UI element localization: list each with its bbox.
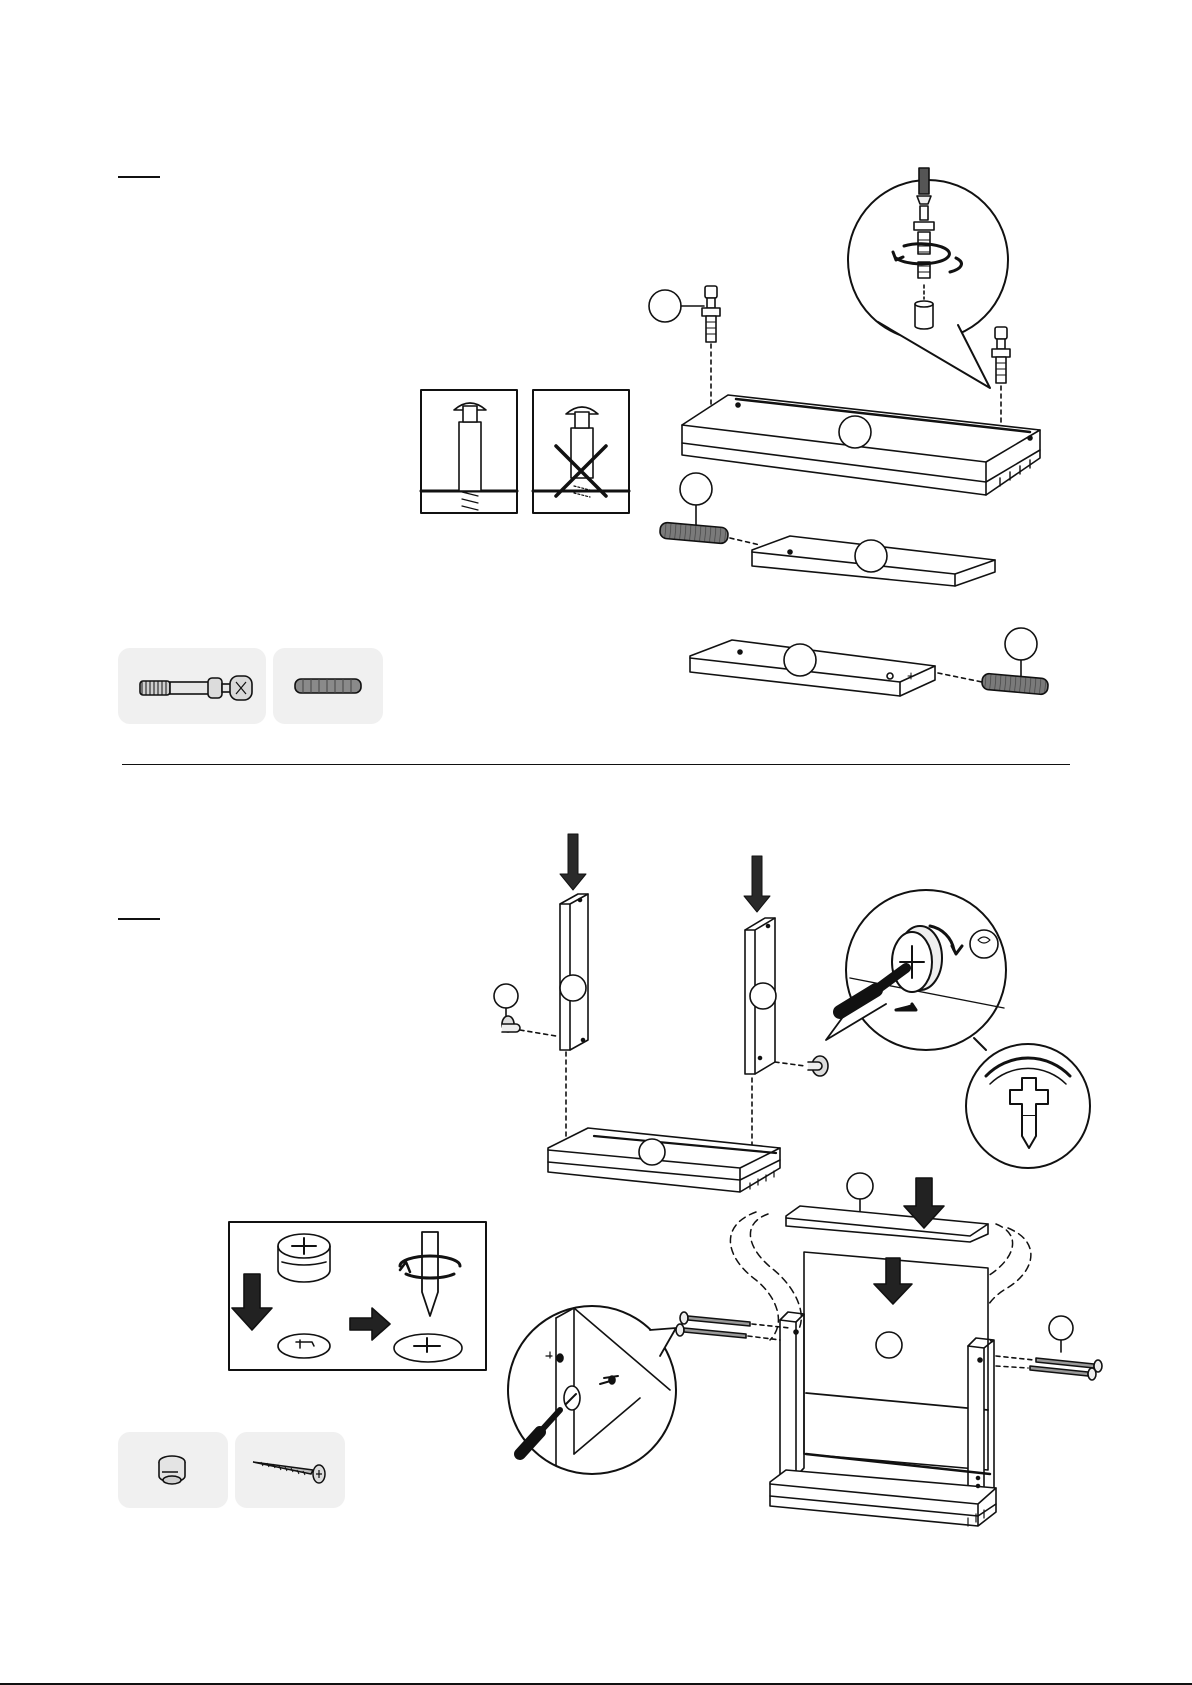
- dowel-upper: [659, 473, 760, 545]
- screws-left: [676, 1312, 790, 1340]
- cam-lock-instruction-box: [229, 1222, 486, 1370]
- part-label-circle: [847, 1173, 873, 1199]
- part-label-circle: [1049, 1316, 1073, 1340]
- part-label-circle: [1005, 628, 1037, 660]
- magnified-crosshead-detail: [966, 1038, 1090, 1168]
- cam-lock-right: [808, 1056, 828, 1076]
- panel-base-board: [682, 395, 1040, 495]
- part-label-circle: [839, 416, 871, 448]
- part-label-circle: [639, 1139, 665, 1165]
- part-label-circle: [750, 983, 776, 1009]
- part-label-circle: [855, 540, 887, 572]
- cabinet-frame: [770, 1252, 996, 1526]
- panel-middle-shelf: [752, 536, 995, 586]
- magnified-screwdriver-detail: [508, 1306, 676, 1474]
- screws-right: [996, 1316, 1102, 1380]
- part-label-circle: [680, 473, 712, 505]
- magnified-bolt-detail: [848, 168, 1008, 388]
- panel-left-upright: [560, 894, 588, 1140]
- dowel-lower: [981, 628, 1048, 695]
- insert-arrows: [560, 834, 770, 912]
- part-label-circle: [784, 644, 816, 676]
- bolt-depth-callout: [421, 390, 629, 513]
- part-label-circle: [649, 290, 681, 322]
- part-label-circle: [876, 1332, 902, 1358]
- cam-bolt-left: [649, 286, 720, 404]
- panel-right-upright: [745, 918, 805, 1150]
- cam-lock-left: [494, 984, 556, 1036]
- panel-lower-shelf: [690, 640, 982, 696]
- panel-top-board: [786, 1173, 988, 1242]
- part-label-circle: [560, 975, 586, 1001]
- panel-base-board-step2: [548, 1128, 780, 1192]
- magnified-cam-lock-detail: [826, 890, 1006, 1050]
- part-label-circle: [494, 984, 518, 1008]
